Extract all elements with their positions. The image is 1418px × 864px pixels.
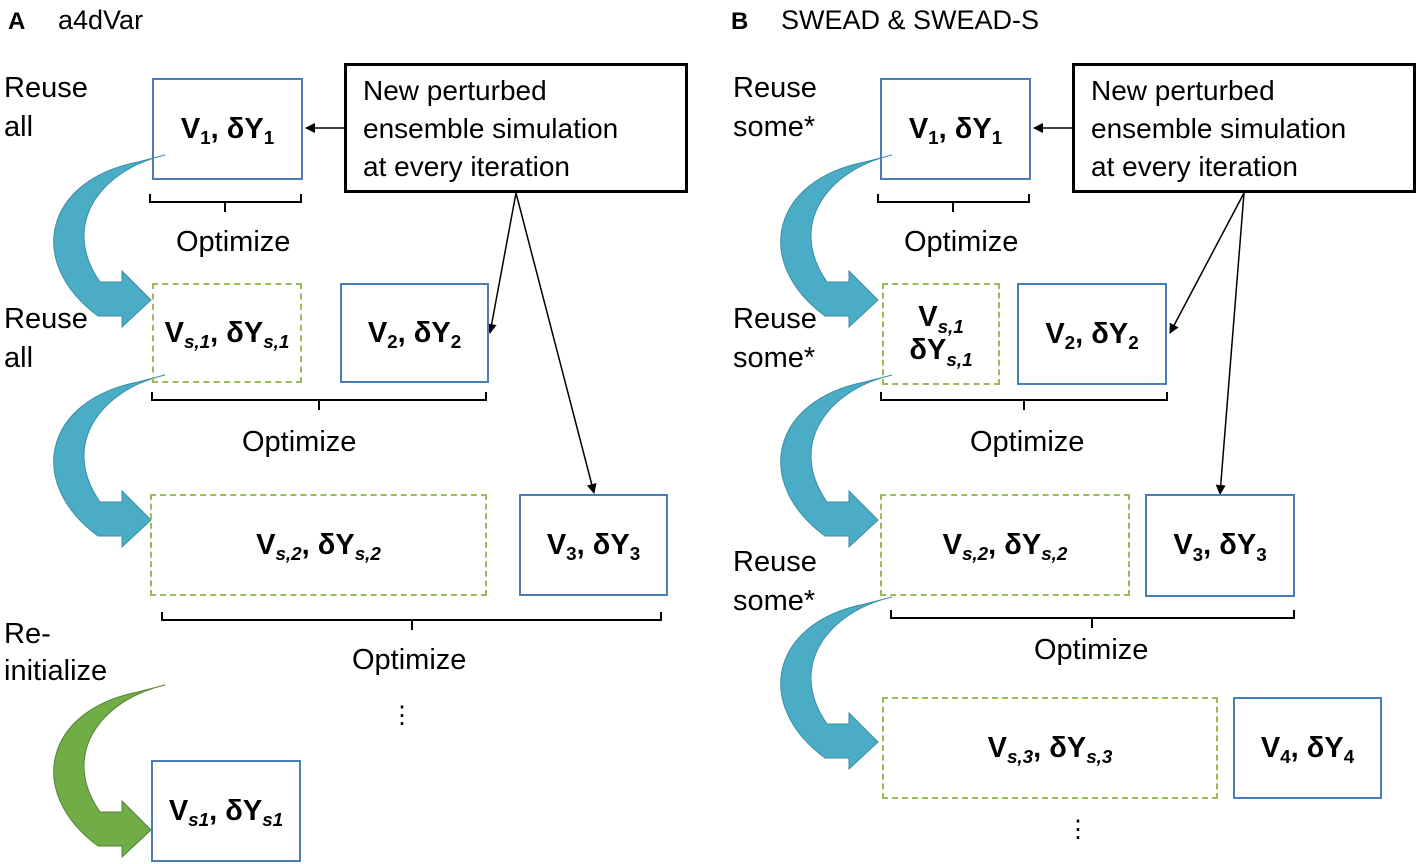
callout-a-line1: New perturbed bbox=[363, 75, 547, 106]
bracket-a3 bbox=[161, 612, 662, 630]
panel-b-letter: B bbox=[731, 8, 749, 35]
callout-b-line2: ensemble simulation bbox=[1091, 113, 1347, 144]
callout-b-line1: New perturbed bbox=[1091, 75, 1275, 106]
curved-arrow-b1 bbox=[780, 154, 893, 329]
panel-a-title: a4dVar bbox=[58, 5, 144, 35]
reuse-label-b3-line1: Reuse bbox=[733, 546, 817, 578]
callout-b-line3: at every iteration bbox=[1091, 151, 1298, 182]
ellipsis-a: ⋮ bbox=[390, 702, 414, 729]
bracket-b3 bbox=[890, 610, 1295, 628]
panel-a-letter: A bbox=[8, 8, 26, 35]
callout-b: New perturbed ensemble simulation at eve… bbox=[1072, 63, 1416, 193]
bracket-b2 bbox=[880, 392, 1168, 410]
reuse-label-a1-line1: Reuse bbox=[4, 72, 88, 104]
curved-arrow-a2 bbox=[53, 374, 166, 549]
curved-arrow-b2 bbox=[780, 374, 893, 549]
callout-a-line3: at every iteration bbox=[363, 151, 570, 182]
optimize-label-b3: Optimize bbox=[1034, 634, 1149, 666]
panel-b-title: SWEAD & SWEAD-S bbox=[781, 5, 1040, 35]
callout-a-line2: ensemble simulation bbox=[363, 113, 619, 144]
curved-arrow-a3-green bbox=[53, 684, 166, 859]
bracket-b1 bbox=[877, 194, 1030, 212]
bracket-a2 bbox=[151, 392, 487, 410]
reuse-label-b1-line2: some* bbox=[733, 111, 816, 143]
optimize-label-b1: Optimize bbox=[904, 226, 1019, 258]
callout-a: New perturbed ensemble simulation at eve… bbox=[344, 63, 688, 193]
optimize-label-a2: Optimize bbox=[242, 426, 357, 458]
reinit-label-line1: Re- bbox=[4, 618, 51, 650]
connector-b-v2 bbox=[1169, 192, 1245, 334]
optimize-label-a1: Optimize bbox=[176, 226, 291, 258]
connector-b-v3 bbox=[1215, 192, 1245, 495]
reuse-label-a2-line2: all bbox=[4, 342, 34, 374]
curved-arrow-a1 bbox=[53, 154, 166, 329]
reuse-label-a2-line1: Reuse bbox=[4, 303, 88, 335]
optimize-label-b2: Optimize bbox=[970, 426, 1085, 458]
reinit-label-line2: initialize bbox=[4, 655, 108, 687]
ellipsis-b: ⋮ bbox=[1066, 816, 1090, 843]
connector-a-v3 bbox=[515, 192, 597, 494]
optimize-label-a3: Optimize bbox=[352, 644, 467, 676]
reuse-label-b1-line1: Reuse bbox=[733, 72, 817, 104]
reuse-label-b2-line2: some* bbox=[733, 342, 816, 374]
bracket-a1 bbox=[149, 194, 302, 212]
reuse-label-b2-line1: Reuse bbox=[733, 303, 817, 335]
curved-arrow-b3 bbox=[780, 596, 893, 771]
reuse-label-b3-line2: some* bbox=[733, 585, 816, 617]
reuse-label-a1-line2: all bbox=[4, 111, 34, 143]
connector-a-v2 bbox=[486, 192, 517, 334]
